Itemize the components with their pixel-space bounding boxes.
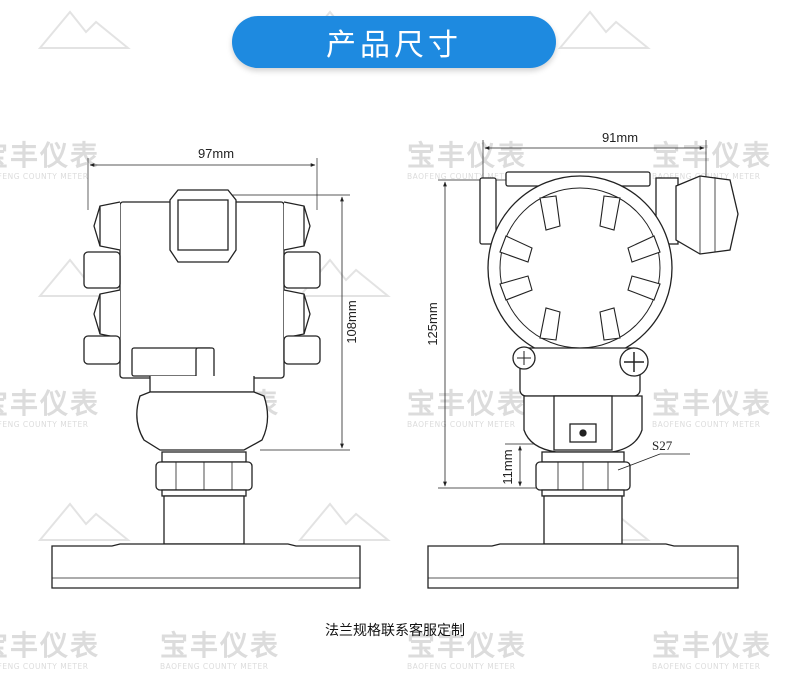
watermark-text: 宝丰仪表 <box>0 139 101 172</box>
watermark-text: 宝丰仪表 <box>407 629 528 662</box>
watermark-text: 宝丰仪表 <box>407 387 528 420</box>
watermark-text: 宝丰仪表 <box>407 139 528 172</box>
mountain-logo <box>297 258 391 297</box>
watermark-text: 宝丰仪表 <box>0 629 101 662</box>
watermark-subtext: BAOFENG COUNTY METER <box>0 420 89 429</box>
front-view <box>427 140 739 589</box>
mountain-logo <box>37 10 131 49</box>
right-width-label: 91mm <box>602 130 638 145</box>
watermark-text: 宝丰仪表 <box>652 629 773 662</box>
wrench-size-label: S27 <box>652 438 673 453</box>
watermark-text: 宝丰仪表 <box>652 387 773 420</box>
page-title: 产品尺寸 <box>326 28 462 63</box>
watermark-subtext: BAOFENG COUNTY METER <box>160 662 269 671</box>
mountain-logo <box>297 502 391 541</box>
caption: 法兰规格联系客服定制 <box>325 623 465 639</box>
watermark-subtext: BAOFENG COUNTY METER <box>652 662 761 671</box>
watermark-subtext: BAOFENG COUNTY METER <box>0 662 89 671</box>
watermark-subtext: BAOFENG COUNTY METER <box>0 172 89 181</box>
right-height-label: 125mm <box>425 302 440 345</box>
watermark-text: 宝丰仪表 <box>652 139 773 172</box>
neck-height-label: 11mm <box>500 449 515 484</box>
watermark-subtext: BAOFENG COUNTY METER <box>407 172 516 181</box>
watermark-subtext: BAOFENG COUNTY METER <box>407 662 516 671</box>
left-height-label: 108mm <box>344 300 359 343</box>
watermark-text: 宝丰仪表 <box>160 629 281 662</box>
title-banner: 产品尺寸 <box>232 16 556 68</box>
watermark-subtext: BAOFENG COUNTY METER <box>652 420 761 429</box>
watermark-subtext: BAOFENG COUNTY METER <box>407 420 516 429</box>
mountain-logo <box>37 502 131 541</box>
side-view <box>51 158 361 589</box>
mountain-logo <box>557 10 651 49</box>
left-width-label: 97mm <box>198 146 234 161</box>
watermark-text: 宝丰仪表 <box>0 387 101 420</box>
